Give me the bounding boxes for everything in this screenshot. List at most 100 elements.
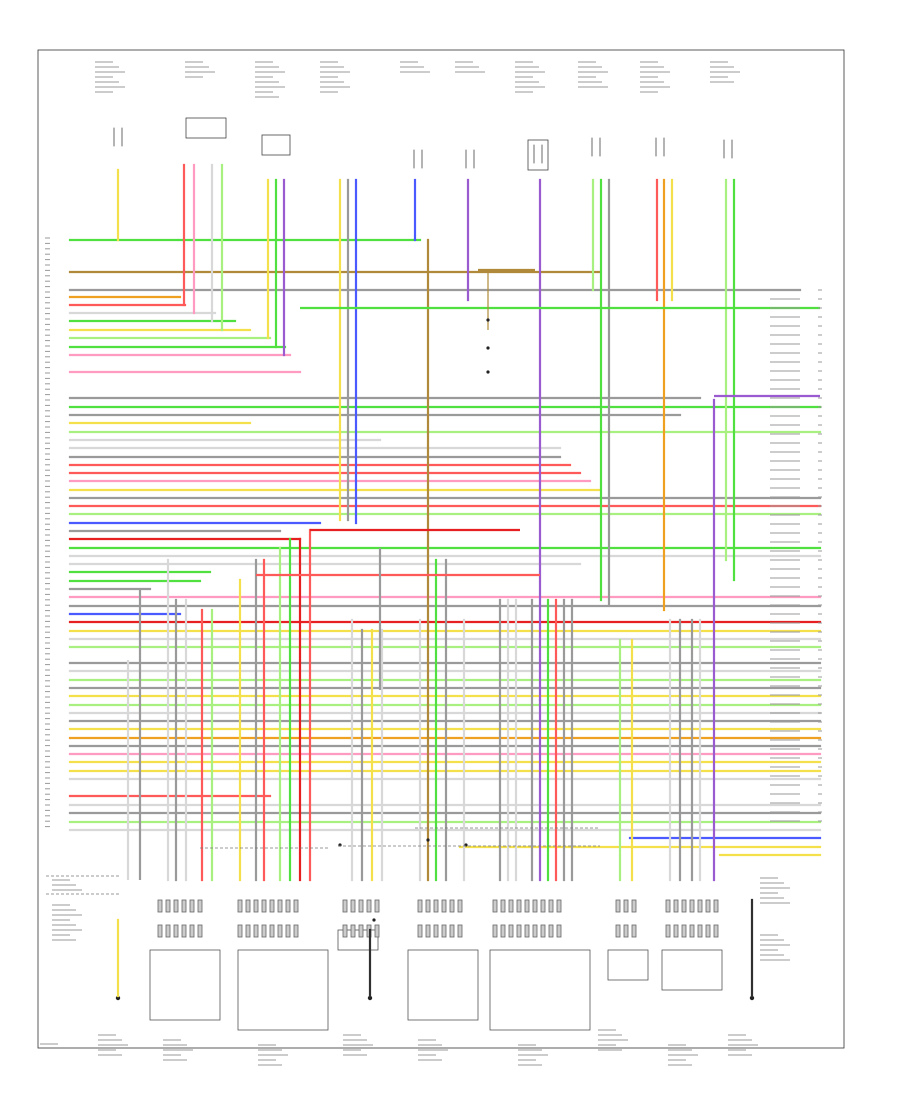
connector-pin — [245, 899, 251, 913]
connector-pin — [516, 924, 522, 938]
connector-pin — [441, 924, 447, 938]
connector-pin — [374, 899, 380, 913]
connector-pin — [705, 924, 711, 938]
connector-pin — [681, 924, 687, 938]
module-small — [337, 929, 379, 951]
connector-pin — [237, 899, 243, 913]
connector-pin — [417, 899, 423, 913]
connector-pin — [500, 899, 506, 913]
connector-pin — [261, 899, 267, 913]
module-center-left — [237, 949, 329, 1031]
connector-pin — [441, 899, 447, 913]
connector-pin — [358, 899, 364, 913]
connector-pin — [285, 924, 291, 938]
connector-pin — [697, 899, 703, 913]
connector-pin — [548, 924, 554, 938]
connector-pin — [556, 899, 562, 913]
connector-pin — [540, 924, 546, 938]
connector-pin — [417, 924, 423, 938]
connector-pin — [457, 924, 463, 938]
connector-pin — [457, 899, 463, 913]
connector-pin — [540, 899, 546, 913]
connector-pin — [697, 924, 703, 938]
connector-pin — [342, 899, 348, 913]
connector-pin — [532, 899, 538, 913]
connector-pin — [524, 899, 530, 913]
module-center-right — [489, 949, 591, 1031]
connector-pin — [425, 899, 431, 913]
connector-pin — [253, 924, 259, 938]
connector-pin — [269, 899, 275, 913]
connector-pin — [366, 899, 372, 913]
connector-pin — [165, 924, 171, 938]
connector-pin — [189, 899, 195, 913]
connector-pin — [713, 924, 719, 938]
connector-pin — [689, 924, 695, 938]
connector-pin — [261, 924, 267, 938]
connector-pin — [342, 924, 348, 938]
connector-pin — [705, 899, 711, 913]
connector-pin — [500, 924, 506, 938]
splice-dot — [486, 370, 490, 374]
connector-pin — [532, 924, 538, 938]
splice-dot — [372, 918, 376, 922]
connector-pin — [157, 899, 163, 913]
connector-pin — [449, 899, 455, 913]
connector-pin — [665, 899, 671, 913]
connector-pin — [623, 899, 629, 913]
connector-pin — [516, 899, 522, 913]
connector-pin — [189, 924, 195, 938]
connector-pin — [433, 899, 439, 913]
module-right — [661, 949, 723, 991]
connector-pin — [665, 924, 671, 938]
connector-pin — [631, 924, 637, 938]
connector-pin — [615, 924, 621, 938]
connector-pin — [449, 924, 455, 938]
connector-pin — [673, 924, 679, 938]
connector-pin — [556, 924, 562, 938]
connector-pin — [492, 899, 498, 913]
connector-pin — [277, 924, 283, 938]
connector-pin — [713, 899, 719, 913]
connector-box — [261, 134, 291, 156]
connector-pin — [689, 899, 695, 913]
splice-dot — [486, 318, 490, 322]
connector-pin — [425, 924, 431, 938]
connector-pin — [508, 899, 514, 913]
connector-pin — [358, 924, 364, 938]
module-left — [149, 949, 221, 1021]
connector-pin — [157, 924, 163, 938]
connector-pin — [237, 924, 243, 938]
connector-pin — [277, 899, 283, 913]
connector-pin — [548, 899, 554, 913]
splice-dot — [426, 838, 430, 842]
connector-pin — [524, 924, 530, 938]
connector-pin — [673, 899, 679, 913]
connector-pin — [197, 924, 203, 938]
connector-pin — [173, 924, 179, 938]
module-right-small — [607, 949, 649, 981]
connector-box — [185, 117, 227, 139]
connector-pin — [245, 924, 251, 938]
connector-pin — [165, 899, 171, 913]
connector-pin — [615, 899, 621, 913]
connector-pin — [508, 924, 514, 938]
sensor-box — [527, 139, 549, 171]
splice-dot — [486, 346, 490, 350]
connector-pin — [350, 924, 356, 938]
connector-pin — [433, 924, 439, 938]
connector-pin — [293, 899, 299, 913]
connector-pin — [631, 899, 637, 913]
connector-pin — [253, 899, 259, 913]
diagram-frame — [37, 49, 845, 1049]
connector-pin — [492, 924, 498, 938]
connector-pin — [173, 899, 179, 913]
connector-pin — [350, 899, 356, 913]
connector-pin — [181, 899, 187, 913]
connector-pin — [285, 899, 291, 913]
connector-pin — [623, 924, 629, 938]
connector-pin — [681, 899, 687, 913]
module-center — [407, 949, 479, 1021]
